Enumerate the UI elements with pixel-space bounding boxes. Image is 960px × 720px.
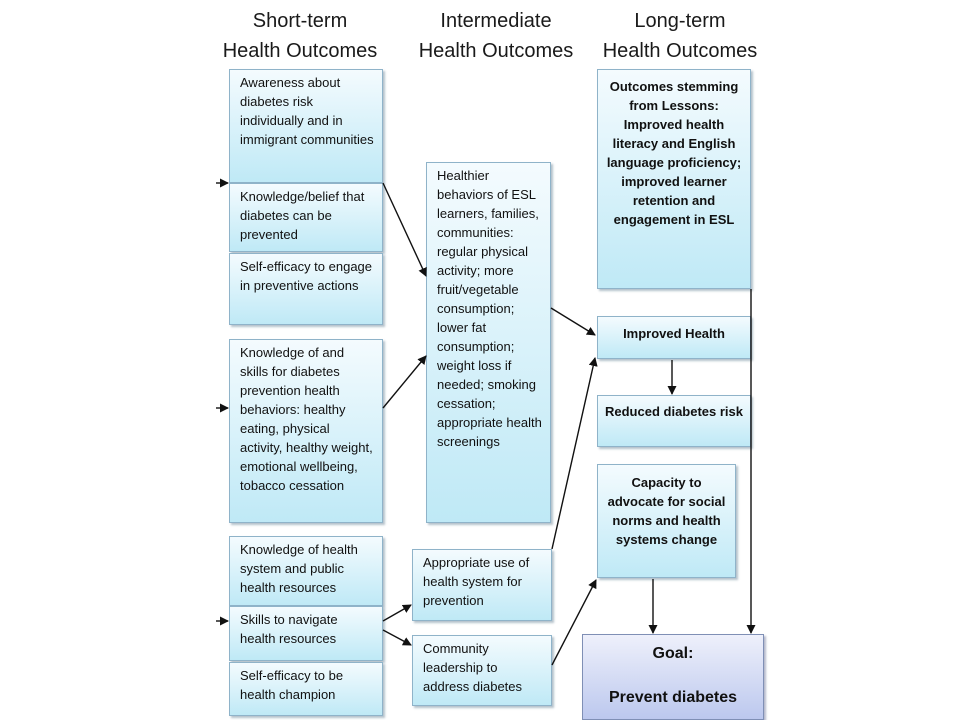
arrow-knowledge-to-behaviors [382, 182, 427, 277]
header-intermediate: Intermediate Health Outcomes [408, 6, 584, 66]
box-self-efficacy-actions: Self-efficacy to engage in preventive ac… [229, 253, 383, 325]
box-awareness: Awareness about diabetes risk individual… [229, 69, 383, 183]
header-long-term: Long-term Health Outcomes [590, 6, 770, 66]
box-skills-navigate: Skills to navigate health resources [229, 606, 383, 661]
header-intermediate-line2: Health Outcomes [418, 40, 574, 62]
arrow-leadership-to-capacity [551, 579, 597, 666]
goal-label: Goal: [652, 645, 694, 662]
box-knowledge-belief: Knowledge/belief that diabetes can be pr… [229, 183, 383, 252]
box-reduced-risk: Reduced diabetes risk [597, 395, 751, 447]
header-intermediate-line1: Intermediate [440, 10, 552, 32]
header-long-term-line1: Long-term [634, 10, 726, 32]
goal-text: Prevent diabetes [608, 689, 738, 706]
arrow-behaviors-to-health [550, 307, 596, 336]
arrow-skills-to-behaviors [382, 355, 427, 409]
arrow-use-to-health [551, 357, 598, 550]
header-short-term: Short-term Health Outcomes [216, 6, 384, 66]
box-capacity-advocate: Capacity to advocate for social norms an… [597, 464, 736, 578]
box-knowledge-skills: Knowledge of and skills for diabetes pre… [229, 339, 383, 523]
header-short-term-line1: Short-term [252, 10, 348, 32]
header-short-term-line2: Health Outcomes [222, 40, 378, 62]
arrow-navigate-to-use [382, 604, 412, 622]
box-community-leadership: Community leadership to address diabetes [412, 635, 552, 706]
box-self-efficacy-champion: Self-efficacy to be health champion [229, 662, 383, 716]
box-lessons-outcomes: Outcomes stemming from Lessons: Improved… [597, 69, 751, 289]
arrow-navigate-to-leadership [382, 629, 412, 646]
header-long-term-line2: Health Outcomes [602, 40, 758, 62]
box-improved-health: Improved Health [597, 316, 751, 359]
box-appropriate-use: Appropriate use of health system for pre… [412, 549, 552, 621]
box-healthier-behaviors: Healthier behaviors of ESL learners, fam… [426, 162, 551, 523]
goal-box: Goal: Prevent diabetes [582, 634, 764, 720]
box-knowledge-health-system: Knowledge of health system and public he… [229, 536, 383, 606]
